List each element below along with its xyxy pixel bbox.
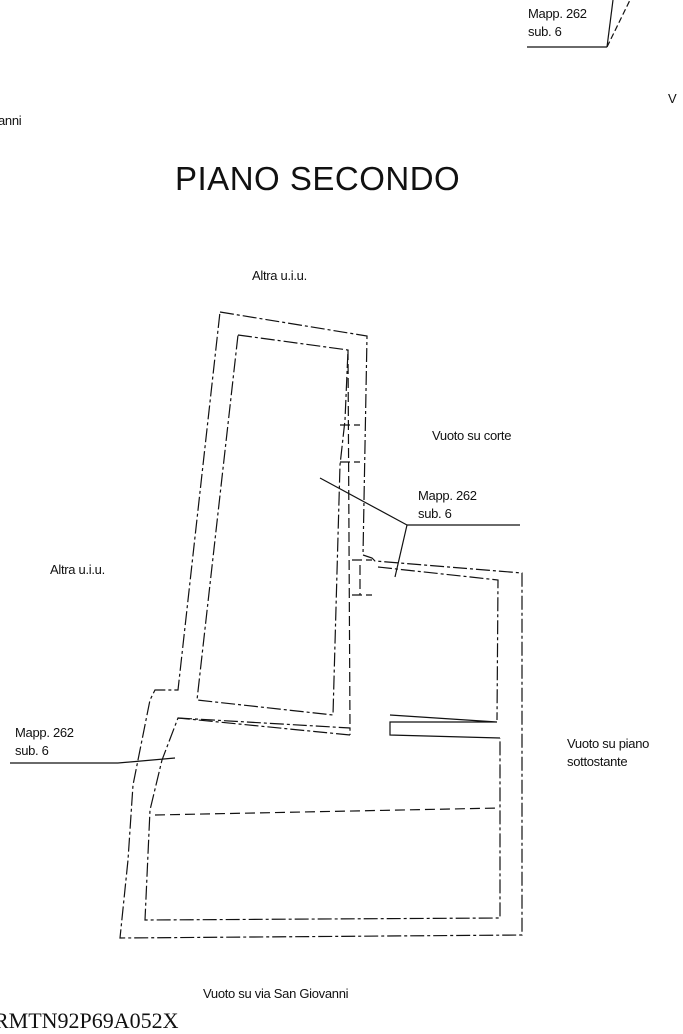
page-title: PIANO SECONDO	[175, 160, 461, 197]
dashed-divider	[154, 807, 501, 816]
label-vuoto-corte: Vuoto su corte	[432, 428, 512, 443]
room-east	[377, 566, 499, 721]
label-left-mapp: Mapp. 262	[15, 725, 74, 740]
corridor-walls	[340, 349, 372, 729]
label-vuoto-via: Vuoto su via San Giovanni	[203, 986, 349, 1001]
label-top-mapp: Mapp. 262	[528, 6, 587, 21]
room-north	[196, 334, 349, 716]
label-fragment-left: anni	[0, 113, 22, 128]
label-top-sub: sub. 6	[528, 24, 562, 39]
top-leader	[527, 0, 631, 48]
footer-code: RMTN92P69A052X	[0, 1008, 179, 1033]
label-vuoto-sottostante: sottostante	[567, 754, 628, 769]
room-south-walls	[144, 717, 501, 921]
room-south	[177, 717, 351, 735]
room-east-opening	[389, 714, 501, 739]
label-vuoto-piano: Vuoto su piano	[567, 736, 650, 751]
label-mid-sub: sub. 6	[418, 506, 452, 521]
mid-leader	[319, 477, 520, 578]
label-fragment-right: V	[668, 91, 677, 106]
left-leader	[10, 757, 176, 764]
label-left-sub: sub. 6	[15, 743, 49, 758]
label-mid-mapp: Mapp. 262	[418, 488, 477, 503]
label-altra-top: Altra u.i.u.	[252, 268, 307, 283]
outer-wall	[119, 311, 523, 939]
label-altra-left: Altra u.i.u.	[50, 562, 105, 577]
